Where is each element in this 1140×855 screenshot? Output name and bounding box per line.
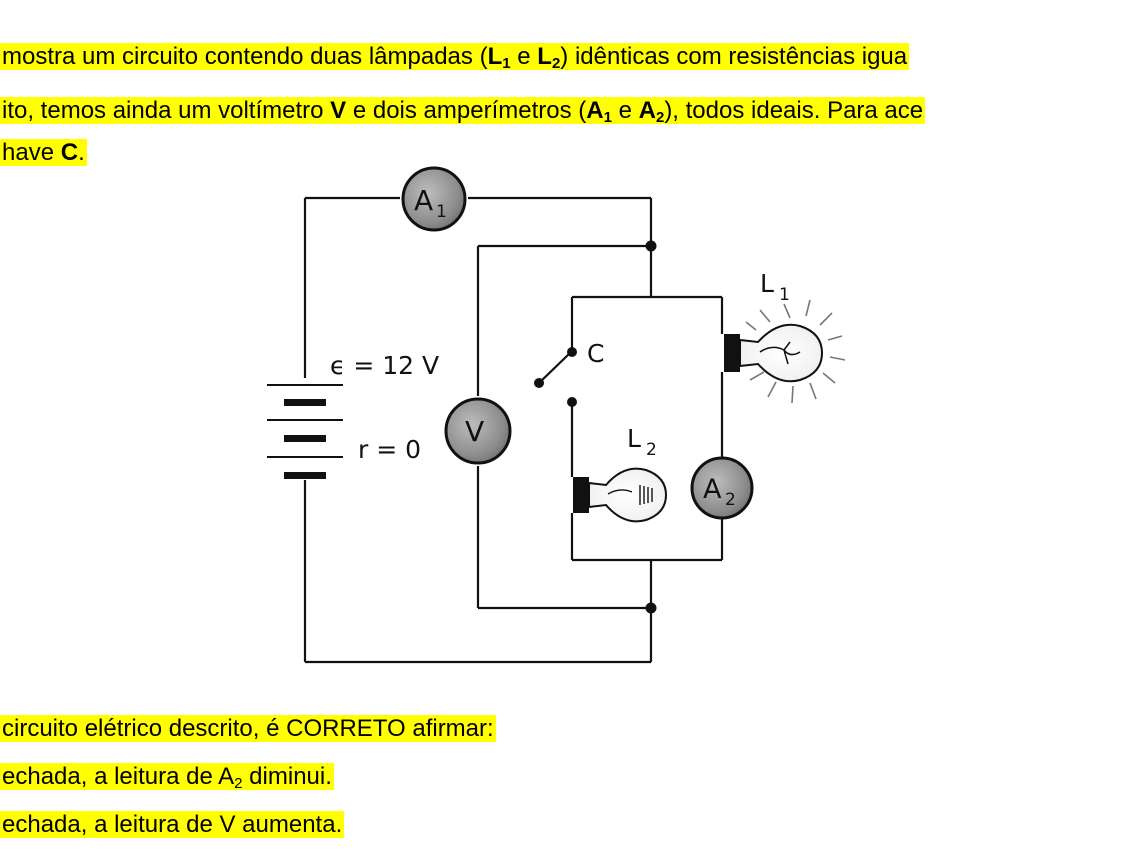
question-stem: circuito elétrico descrito, é CORRETO af… [0, 714, 496, 744]
option-1-text: echada, a leitura de A [2, 763, 235, 790]
switch-ref: C [60, 139, 79, 166]
paragraph-line-1: mostra um circuito contendo duas lâmpada… [0, 42, 910, 72]
highlight: have C. [0, 139, 87, 166]
lamp-l1-sub: 1 [779, 285, 790, 305]
switch-c [534, 347, 577, 407]
lamp-l2 [573, 467, 668, 523]
text-segment: ito, temos ainda um voltímetro [2, 97, 331, 124]
junction-dot [645, 240, 657, 252]
ammeter-a1-letter: A [414, 184, 433, 217]
junction-dot [645, 602, 657, 614]
text-segment: e [611, 97, 639, 124]
emf-label: ϵ = 12 V [330, 351, 439, 380]
ammeter-a1-sub: 1 [436, 202, 447, 222]
internal-resistance-label: r = 0 [358, 435, 421, 464]
switch-label: C [587, 339, 604, 368]
option-2-text: echada, a leitura de V aumenta. [0, 811, 345, 838]
voltmeter-branch-wires [476, 244, 651, 610]
voltmeter-ref: V [330, 97, 347, 124]
paragraph-line-2: ito, temos ainda um voltímetro V e dois … [0, 96, 926, 126]
ammeter-a2-letter: A [703, 474, 722, 505]
ammeter2-ref-sub: 2 [655, 109, 665, 126]
option-2: echada, a leitura de V aumenta. [0, 810, 345, 840]
highlight: mostra um circuito contendo duas lâmpada… [0, 43, 910, 72]
text-segment: ), todos ideais. Para ace [664, 97, 924, 124]
lamp2-ref-sub: 2 [551, 55, 561, 72]
lamp-l1 [724, 299, 846, 404]
battery-symbol [267, 384, 343, 479]
lamp-l2-letter: L [627, 424, 641, 453]
text-segment: mostra um circuito contendo duas lâmpada… [2, 43, 488, 70]
text-segment: . [78, 139, 85, 166]
text-segment: e dois amperímetros ( [346, 97, 587, 124]
option-1: echada, a leitura de A2 diminui. [0, 762, 334, 792]
outer-loop-wires [303, 196, 653, 664]
highlight: ito, temos ainda um voltímetro V e dois … [0, 97, 926, 126]
paragraph-line-3: have C. [0, 138, 87, 168]
ammeter-a1: A 1 [401, 166, 467, 232]
option-1-highlight: echada, a leitura de A2 diminui. [0, 763, 334, 792]
lamp1-ref-sub: 1 [502, 55, 511, 72]
lamp2-ref: L [537, 43, 552, 70]
lamp-l1-glow-rays [745, 299, 846, 404]
ammeter-a2: A 2 [690, 456, 754, 520]
voltmeter: V [444, 397, 512, 465]
option-1-text-end: diminui. [242, 763, 332, 790]
text-segment: e [510, 43, 538, 70]
text-segment: ) idênticas com resistências igua [560, 43, 908, 70]
lamp1-ref: L [487, 43, 503, 70]
ammeter-a2-sub: 2 [725, 490, 736, 510]
question-stem-text: circuito elétrico descrito, é CORRETO af… [0, 715, 496, 742]
option-1-sub: 2 [234, 775, 243, 792]
ammeter1-ref: A [586, 97, 604, 124]
text-segment: have [2, 139, 61, 166]
inner-loop-wires [570, 295, 724, 562]
ammeter1-ref-sub: 1 [603, 109, 612, 126]
ammeter2-ref: A [638, 97, 656, 124]
voltmeter-letter: V [465, 415, 484, 448]
lamp-l1-letter: L [760, 269, 774, 298]
lamp-l2-sub: 2 [646, 440, 657, 460]
